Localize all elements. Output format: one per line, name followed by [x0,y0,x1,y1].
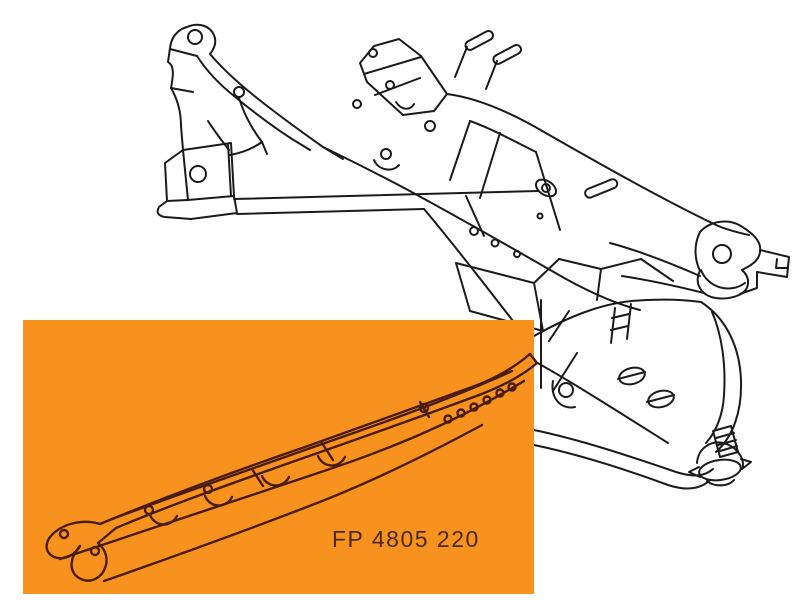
top-mounting-bracket [352,38,448,116]
ball-joint [688,425,752,487]
mounting-studs [454,30,619,199]
member-lower-rail [58,379,526,583]
subframe-drawing [156,23,790,490]
part-number-label: FP 4805 220 [332,526,480,552]
end-bushing-bracket [609,220,790,300]
member-beam [98,352,539,530]
inset-highlight: FP 4805 220 [23,320,539,594]
front-rail [233,190,539,322]
left-bracket-arm [156,23,344,220]
member-drawing [45,352,539,583]
lower-control-arm [533,298,743,490]
